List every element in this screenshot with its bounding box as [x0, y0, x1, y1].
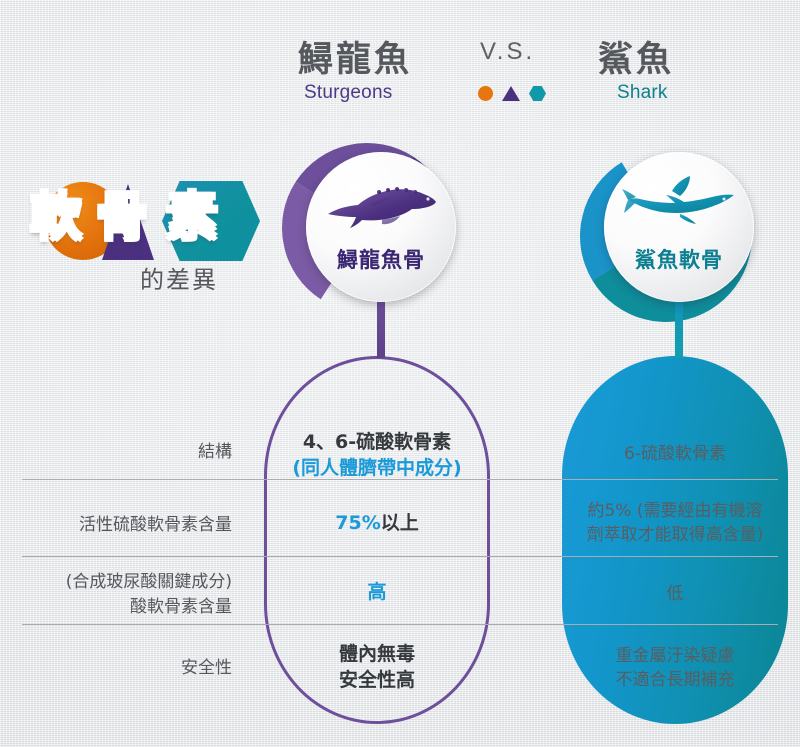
row-left-line-2: 安全性高 — [338, 668, 415, 691]
comparison-table: 結構 4、6-硫酸軟骨素 (同人體臍帶中成分) 6-硫酸軟骨素 活性硫酸軟骨素含… — [0, 420, 800, 704]
row-separator — [22, 556, 778, 557]
logo-char-2: 骨 — [96, 188, 149, 248]
right-connector-stem — [675, 296, 683, 358]
row-label: 結構 — [198, 442, 232, 462]
versus-label: V.S. — [480, 38, 536, 65]
row-label: 活性硫酸軟骨素含量 — [79, 515, 232, 535]
row-right-line-2: 不適合長期補充 — [615, 670, 735, 691]
table-row: (合成玻尿酸關鍵成分) 酸軟骨素含量 高 低 — [0, 556, 800, 624]
row-right-value: 約5% (需要經由有機溶 劑萃取才能取得高含量) — [562, 499, 788, 547]
table-row: 活性硫酸軟骨素含量 75%以上 約5% (需要經由有機溶 劑萃取才能取得高含量) — [0, 479, 800, 556]
header: 鱘龍魚 Sturgeons V.S. 鯊魚 Shark — [270, 0, 750, 125]
logo-char-3: 素 — [166, 188, 219, 248]
row-left-line-1: 體內無毒 — [338, 643, 415, 665]
row-left-line-1: 75% — [335, 512, 381, 534]
row-left-line-1: 高 — [367, 581, 387, 603]
row-right-line-2: 劑萃取才能取得高含量) — [586, 525, 764, 546]
row-right-value: 低 — [666, 584, 684, 604]
shark-badge-label: 鯊魚軟骨 — [635, 248, 723, 272]
row-left-value: 體內無毒 安全性高 — [264, 642, 490, 693]
row-separator — [22, 624, 778, 625]
logo-triangle-shape — [102, 184, 154, 260]
header-left-title-cn: 鱘龍魚 — [298, 40, 413, 80]
logo-char-1: 軟 — [30, 188, 83, 248]
sturgeon-badge: 鱘龍魚骨 — [306, 152, 456, 302]
triangle-marker-icon — [502, 86, 520, 101]
right-comparison-capsule — [562, 356, 788, 724]
header-left-title-en: Sturgeons — [304, 82, 393, 103]
left-connector-stem — [377, 296, 385, 358]
row-left-value: 4、6-硫酸軟骨素 (同人體臍帶中成分) — [264, 430, 490, 481]
sturgeon-illustration-icon — [328, 187, 436, 228]
table-row: 安全性 體內無毒 安全性高 重金屬汙染疑慮 不適合長期補充 — [0, 624, 800, 704]
row-right-line-1: 重金屬汙染疑慮 — [615, 646, 735, 666]
row-right-value: 6-硫酸軟骨素 — [624, 444, 726, 464]
shark-illustration-icon — [622, 176, 734, 224]
row-label-line-1: (合成玻尿酸關鍵成分) — [65, 572, 232, 592]
row-label: (合成玻尿酸關鍵成分) 酸軟骨素含量 — [0, 570, 232, 619]
logo-subtitle: 的差異 — [140, 266, 218, 294]
row-left-value: 75%以上 — [264, 511, 490, 537]
sturgeon-badge-label: 鱘龍魚骨 — [337, 248, 425, 272]
header-right-title-en: Shark — [617, 82, 668, 103]
hexagon-marker-icon — [529, 86, 546, 101]
header-right-title-cn: 鯊魚 — [598, 40, 675, 80]
row-label: 安全性 — [181, 658, 232, 678]
row-left-line-1: 4、6-硫酸軟骨素 — [302, 431, 452, 453]
marker-group — [478, 86, 546, 101]
row-left-line-2: 以上 — [380, 512, 419, 534]
row-separator — [22, 479, 778, 480]
shark-badge: 鯊魚軟骨 — [604, 152, 754, 302]
row-right-value: 重金屬汙染疑慮 不適合長期補充 — [562, 644, 788, 692]
table-row: 結構 4、6-硫酸軟骨素 (同人體臍帶中成分) 6-硫酸軟骨素 — [0, 420, 800, 479]
logo-block: 軟 骨 素 的差異 — [16, 172, 266, 294]
logo-hexagon-shape — [162, 181, 260, 261]
row-left-value: 高 — [264, 580, 490, 606]
row-label-line-2: 酸軟骨素含量 — [130, 596, 232, 617]
row-left-line-2: (同人體臍帶中成分) — [292, 456, 462, 479]
row-right-line-1: 約5% (需要經由有機溶 — [587, 501, 763, 521]
circle-marker-icon — [478, 86, 493, 101]
